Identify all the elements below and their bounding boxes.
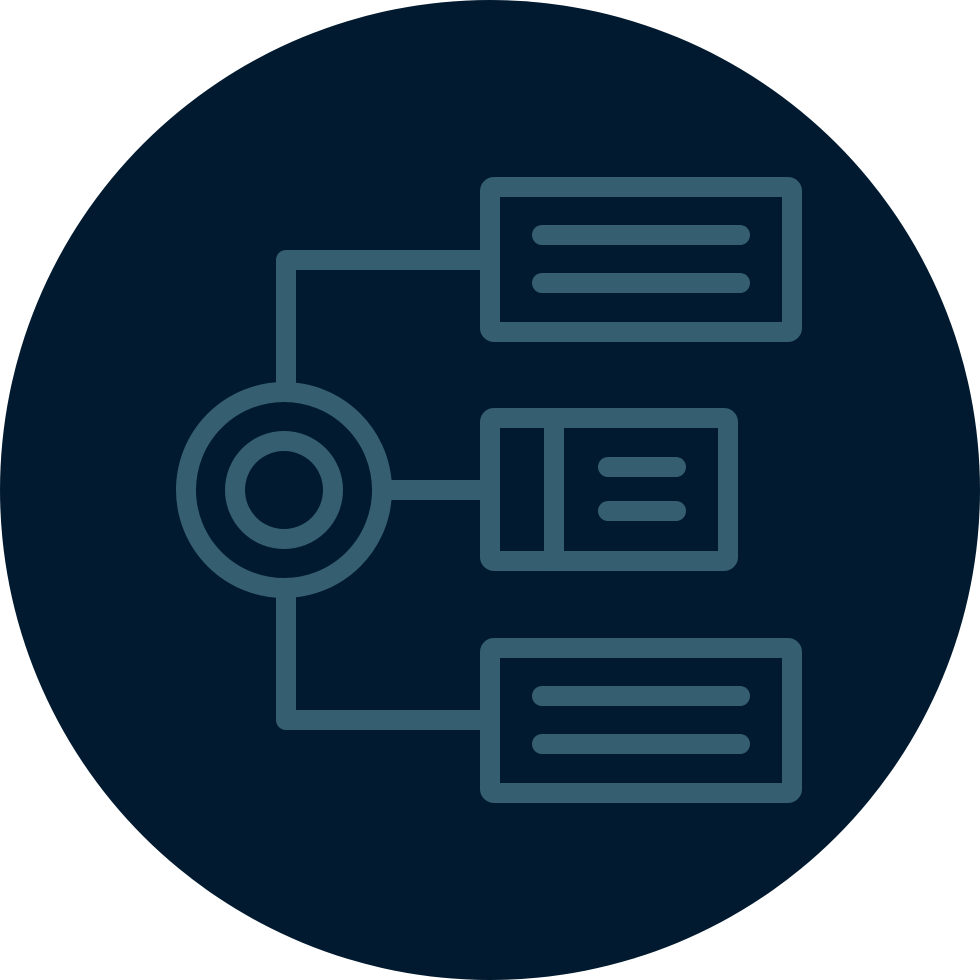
connector-top xyxy=(276,250,500,398)
bottom-branch-box xyxy=(480,638,802,803)
top-branch-box xyxy=(480,177,802,342)
root-node xyxy=(176,382,392,598)
top-box-frame xyxy=(480,177,802,342)
connector-bottom xyxy=(276,582,500,730)
middle-branch-box xyxy=(480,408,738,571)
bottom-box-frame xyxy=(480,638,802,803)
root-node-inner-ring xyxy=(225,431,343,549)
root-node-outer-ring xyxy=(176,382,392,598)
middle-box-frame xyxy=(480,408,738,571)
connector-lines xyxy=(276,250,500,730)
